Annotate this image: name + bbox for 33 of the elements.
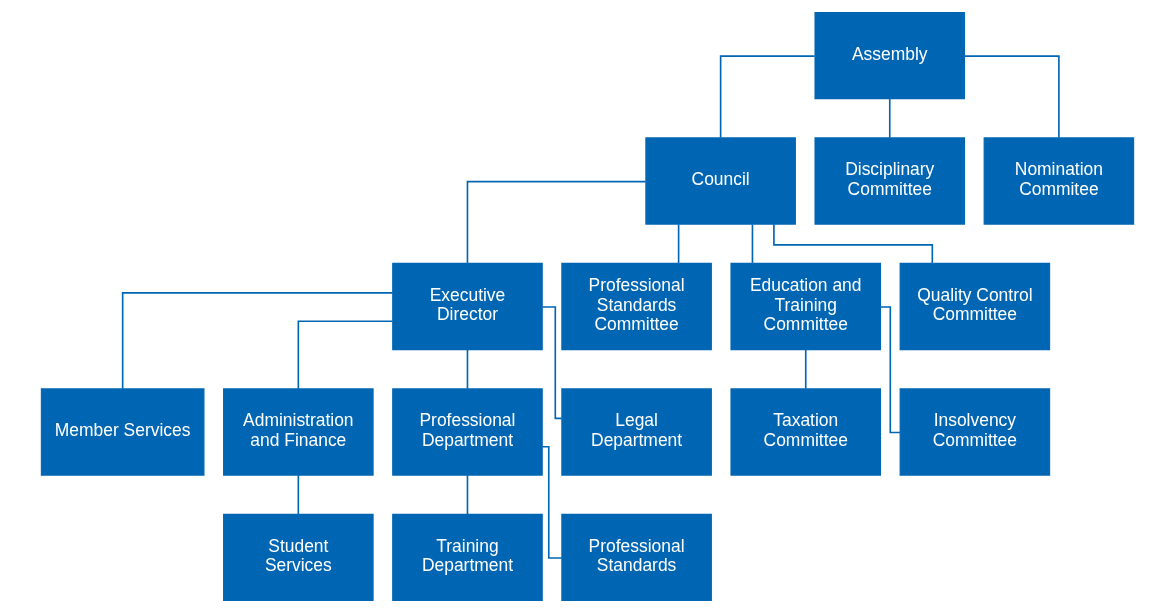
node-box: Insolvency Committee: [899, 388, 1051, 476]
node-box: Executive Director: [392, 262, 543, 351]
node-box: Legal Department: [561, 388, 712, 476]
connector: [888, 97, 891, 139]
connector: [719, 55, 816, 139]
node-box: Education and Training Committee: [730, 262, 882, 351]
node-box: Member Services: [40, 388, 205, 476]
connector: [964, 55, 1060, 139]
node-box: Quality Control Committee: [899, 262, 1051, 351]
node-box: Administration and Finance: [223, 388, 374, 476]
connector: [466, 474, 469, 516]
node-box: Professional Standards Committee: [561, 262, 712, 351]
connector: [297, 474, 300, 516]
connector: [677, 223, 680, 265]
connector: [466, 180, 647, 264]
connector: [297, 320, 394, 390]
connector: [773, 223, 934, 265]
connector: [121, 292, 394, 390]
connector: [466, 348, 469, 390]
node-box: Professional Department: [392, 388, 543, 476]
node-box: Council: [645, 137, 796, 225]
node-box: Professional Standards: [561, 513, 712, 602]
connector: [541, 306, 563, 420]
connector: [751, 223, 754, 265]
connector: [541, 445, 563, 559]
connector: [879, 306, 901, 434]
node-box: Disciplinary Committee: [814, 137, 966, 225]
node-box: Student Services: [223, 513, 374, 602]
node-box: Assembly: [814, 11, 966, 100]
connector: [804, 348, 807, 390]
node-box: Training Department: [392, 513, 543, 602]
node-box: Taxation Committee: [730, 388, 882, 476]
node-box: Nomination Commitee: [983, 137, 1135, 225]
